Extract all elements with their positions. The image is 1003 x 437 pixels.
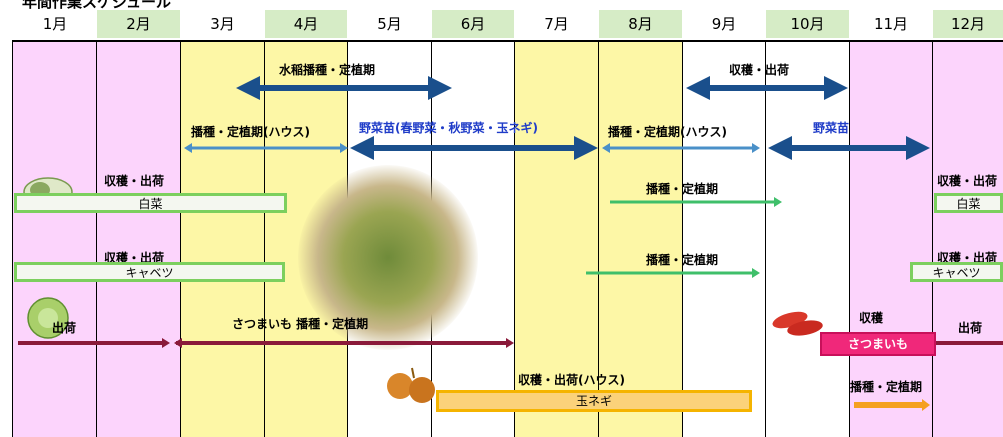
rice-planting-label: 水稲播種・定植期 (279, 63, 376, 77)
sweetpotato-planting-arrow (174, 338, 514, 348)
column-nov-dec (850, 41, 1003, 437)
grid-line (514, 41, 515, 437)
cabbage-dec-box: キャベツ (910, 262, 1003, 282)
grid-line (765, 41, 766, 437)
sweetpotato-icon (772, 311, 823, 336)
onion-icon (387, 367, 435, 403)
grid-line (598, 41, 599, 437)
sweetpotato-ship-arrow (18, 338, 170, 348)
header-divider (12, 40, 1003, 42)
grid-line (849, 41, 850, 437)
grid-line (12, 41, 13, 437)
house-planting-arrow-2 (602, 143, 760, 153)
grid-line (264, 41, 265, 437)
sweetpotato-ship-dec-label: 出荷 (958, 321, 983, 335)
month-header-jan: 1月 (42, 15, 68, 33)
grid-line (682, 41, 683, 437)
month-header-jun: 6月 (432, 10, 514, 38)
cabbage-planting-label: 播種・定植期 (646, 253, 719, 267)
month-header-nov: 11月 (873, 15, 909, 33)
sweetpotato-planting-label: さつまいも 播種・定植期 (232, 317, 369, 331)
rice-harvest-label: 収穫・出荷 (729, 63, 790, 77)
column-jul-aug (515, 41, 683, 437)
month-header-may: 5月 (377, 15, 402, 33)
grid-line (932, 41, 933, 437)
hakusai-harvest-label: 収穫・出荷 (104, 174, 165, 188)
house-planting-label-1: 播種・定植期(ハウス) (191, 125, 310, 139)
hakusai-planting-arrow (610, 197, 782, 207)
cabbage-icon (27, 297, 69, 339)
grid-line (180, 41, 181, 437)
hakusai-planting-label: 播種・定植期 (646, 182, 719, 196)
month-header-dec: 12月 (933, 10, 1003, 38)
hakusai-harvest-dec-label: 収穫・出荷 (937, 174, 998, 188)
column-jan-feb (13, 41, 181, 437)
month-header-sep: 9月 (711, 15, 737, 33)
month-header-mar: 3月 (210, 15, 235, 33)
cabbage-planting-arrow (586, 268, 760, 278)
cabbage-harvest-dec-label: 収穫・出荷 (937, 251, 998, 265)
vegetable-seedlings-label: 野菜苗(春野菜・秋野菜・玉ネギ) (359, 121, 538, 135)
month-header-feb: 2月 (97, 10, 180, 38)
cabbage-box: キャベツ (14, 262, 285, 282)
vegetable-seedlings-autumn-label: 野菜苗 (813, 121, 850, 135)
month-header-oct: 10月 (766, 10, 849, 38)
onion-box: 玉ネギ (436, 390, 752, 412)
onion-planting-label: 播種・定植期 (850, 380, 923, 394)
hakusai-dec-box: 白菜 (934, 193, 1003, 213)
hakusai-box: 白菜 (14, 193, 287, 213)
sweetpotato-harvest-label: 収穫 (859, 311, 884, 325)
month-header-apr: 4月 (265, 10, 347, 38)
field-photo (298, 165, 478, 350)
onion-harvest-label: 収穫・出荷(ハウス) (518, 373, 625, 387)
cabbage-harvest-label: 収穫・出荷 (104, 251, 165, 265)
onion-planting-arrow (854, 399, 930, 411)
month-header-jul: 7月 (544, 15, 569, 33)
sweetpotato-ship-label: 出荷 (52, 321, 77, 335)
column-sep-oct (683, 41, 850, 437)
month-header-aug: 8月 (599, 10, 682, 38)
grid-line (96, 41, 97, 437)
house-planting-label-2: 播種・定植期(ハウス) (608, 125, 727, 139)
page-title: 年間作業スケジュール (22, 0, 171, 11)
house-planting-arrow-1 (184, 143, 348, 153)
sweetpotato-box: さつまいも (820, 332, 936, 356)
